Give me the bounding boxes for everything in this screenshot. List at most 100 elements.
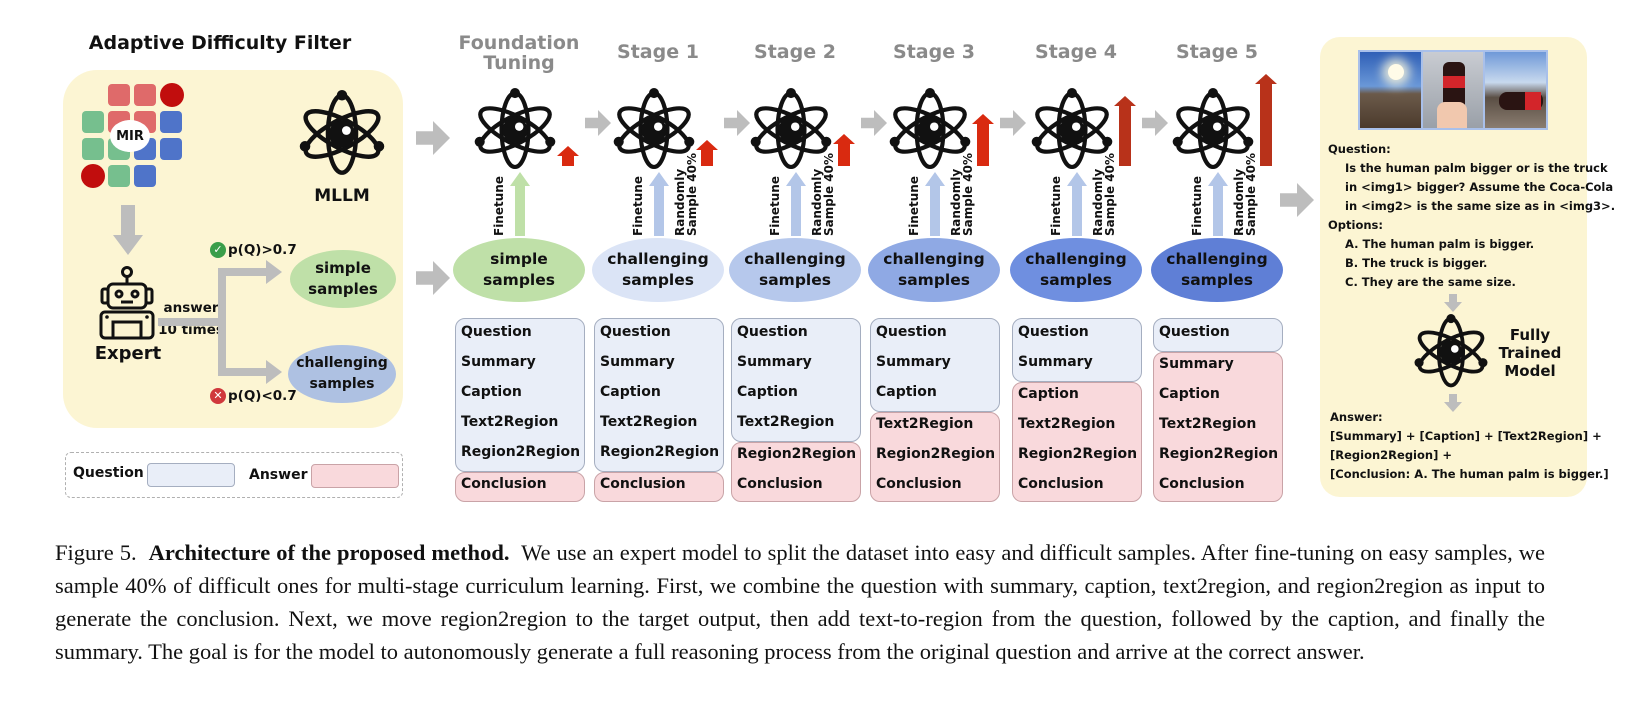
- finetune-label: Finetune: [768, 176, 782, 236]
- dataset-tile: [108, 165, 130, 187]
- answer-item: Summary: [1159, 356, 1234, 372]
- finetune-arrow-icon: [925, 172, 945, 236]
- dataset-tile: [134, 84, 156, 106]
- next-stage-arrow-icon: [585, 110, 611, 136]
- split-arrows: [158, 260, 282, 384]
- dataset-tile: [134, 165, 156, 187]
- legend-answer-label: Answer: [249, 467, 308, 483]
- example-options: A. The human palm is bigger. B. The truc…: [1345, 235, 1534, 292]
- question-item: Text2Region: [600, 414, 698, 430]
- ellipse-line: samples: [622, 271, 694, 289]
- answer-box: [731, 442, 861, 502]
- answer-box: [870, 412, 1000, 502]
- stage-title: Stage 1: [586, 42, 730, 62]
- down-arrow-icon: [1444, 294, 1462, 312]
- question-item: Caption: [600, 384, 661, 400]
- finetune-arrow-icon: [786, 172, 806, 236]
- figure-caption-body: We use an expert model to split the data…: [55, 540, 1546, 664]
- question-box: [455, 318, 585, 472]
- option-item: C. They are the same size.: [1345, 275, 1516, 289]
- answer-item: Conclusion: [1018, 476, 1104, 492]
- example-options-heading: Options:: [1328, 218, 1383, 232]
- example-question-text: Is the human palm bigger or is the truck…: [1345, 159, 1615, 216]
- answer-item: Text2Region: [1018, 416, 1116, 432]
- answer-item: Conclusion: [461, 476, 547, 492]
- option-item: A. The human palm is bigger.: [1345, 237, 1535, 251]
- example-image-strip: [1358, 50, 1548, 130]
- answer-item: Caption: [1159, 386, 1220, 402]
- question-item: Summary: [876, 354, 951, 370]
- stage-title-line: Stage 1: [617, 41, 699, 63]
- dataset-tile: [108, 84, 130, 106]
- simple-condition: ✓ p(Q)>0.7: [210, 242, 297, 258]
- model-atom-icon: [612, 86, 696, 174]
- model-atom-icon: [749, 86, 833, 174]
- answer-item: Caption: [1018, 386, 1079, 402]
- example-answer-heading: Answer:: [1330, 410, 1383, 424]
- answer-box: [455, 472, 585, 502]
- answer-item: Conclusion: [1159, 476, 1245, 492]
- ellipse-line: samples: [898, 271, 970, 289]
- down-arrow-icon: [1444, 394, 1462, 412]
- arrow-right-icon: [1280, 178, 1314, 222]
- ellipse-line: challenging: [296, 355, 388, 371]
- finetune-label: Finetune: [1190, 176, 1204, 236]
- question-item: Summary: [461, 354, 536, 370]
- check-icon: ✓: [210, 242, 226, 258]
- next-stage-arrow-icon: [724, 110, 750, 136]
- stage-title: Stage 2: [723, 42, 867, 62]
- example-image-1: [1360, 52, 1421, 128]
- improvement-arrow-icon: [833, 134, 855, 166]
- answer-item: Region2Region: [737, 446, 857, 462]
- stage-title: Stage 3: [862, 42, 1006, 62]
- dataset-tile: [160, 111, 182, 133]
- model-label-line: Fully: [1509, 326, 1551, 344]
- answer-line: [Region2Region] +: [1330, 448, 1452, 462]
- legend: Question Answer: [65, 452, 403, 498]
- ellipse-line: samples: [483, 271, 555, 289]
- question-item: Text2Region: [737, 414, 835, 430]
- answer-item: Region2Region: [876, 446, 996, 462]
- answer-item: Region2Region: [1018, 446, 1138, 462]
- question-box: [870, 318, 1000, 412]
- finetune-arrow-icon: [1208, 172, 1228, 236]
- example-image-3: [1485, 52, 1547, 128]
- dataset-tile: [82, 138, 104, 160]
- model-atom-icon: [473, 86, 557, 174]
- answer-item: Text2Region: [1159, 416, 1257, 432]
- dataset-tile: [82, 111, 104, 133]
- next-stage-arrow-icon: [1000, 110, 1026, 136]
- next-stage-arrow-icon: [1142, 110, 1168, 136]
- option-item: B. The truck is bigger.: [1345, 256, 1488, 270]
- answer-times-line: answer: [163, 300, 219, 316]
- question-item: Summary: [737, 354, 812, 370]
- challenging-condition: ✕ p(Q)<0.7: [210, 388, 297, 404]
- example-question-heading: Question:: [1328, 142, 1391, 156]
- answer-box: [594, 472, 724, 502]
- question-box: [1153, 318, 1283, 352]
- sampling-label: Sample 40%: [822, 153, 836, 236]
- expert-label: Expert: [94, 343, 162, 364]
- question-item: Question: [876, 324, 947, 340]
- question-item: Question: [600, 324, 671, 340]
- sampling-label: Sample 40%: [1103, 153, 1117, 236]
- finetune-arrow-icon: [510, 172, 530, 236]
- fully-trained-model-atom-icon: [1413, 312, 1489, 392]
- improvement-arrow-icon: [1114, 96, 1136, 166]
- answer-box: [1153, 352, 1283, 502]
- stage-title-line: Tuning: [483, 52, 555, 74]
- down-arrow-icon: [113, 205, 143, 255]
- model-label-line: Model: [1504, 362, 1556, 380]
- challenging-condition-text: p(Q)<0.7: [228, 388, 297, 404]
- ellipse-line: samples: [1181, 271, 1253, 289]
- stage-title-line: Stage 2: [754, 41, 836, 63]
- dataset-dot: [160, 83, 184, 107]
- legend-answer-swatch: [311, 464, 399, 488]
- mir-label: MIR: [110, 120, 150, 152]
- answer-item: Conclusion: [737, 476, 823, 492]
- model-atom-icon: [1171, 86, 1255, 174]
